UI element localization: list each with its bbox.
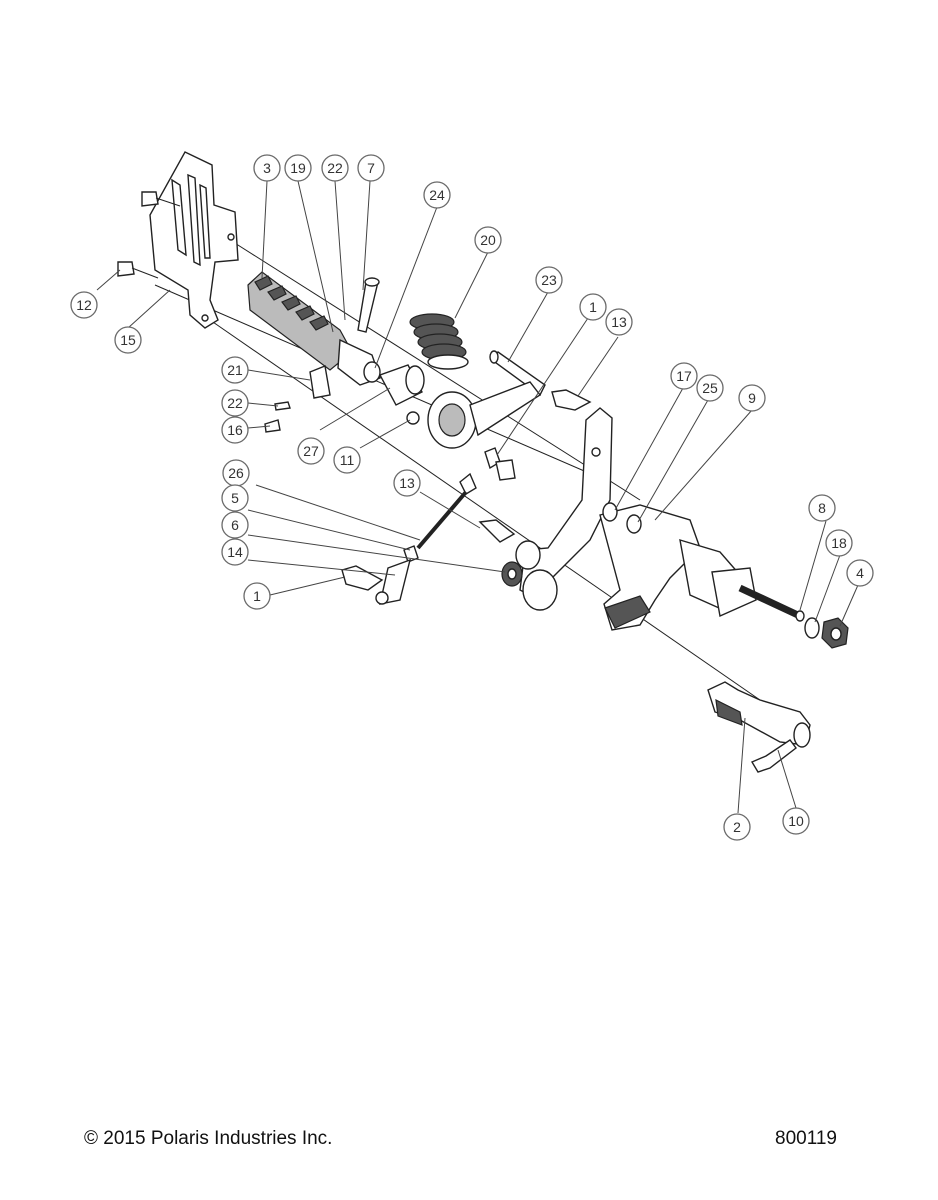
callout-label: 6 xyxy=(231,517,239,533)
clamp-bolt xyxy=(750,739,797,773)
callout-11: 11 xyxy=(333,446,361,474)
callout-label: 14 xyxy=(227,544,243,560)
callout-1-lower: 1 xyxy=(243,582,271,610)
callout-label: 10 xyxy=(788,813,804,829)
callout-1: 1 xyxy=(579,293,607,321)
callout-3: 3 xyxy=(253,154,281,182)
mounting-bolts xyxy=(117,191,181,279)
callout-label: 20 xyxy=(480,232,496,248)
callout-13: 13 xyxy=(605,308,633,336)
callout-24: 24 xyxy=(423,181,451,209)
spring xyxy=(409,313,469,370)
callout-label: 2 xyxy=(733,819,741,835)
callout-16: 16 xyxy=(221,416,249,444)
washer-and-nut xyxy=(804,617,849,649)
callout-27: 27 xyxy=(297,437,325,465)
callout-20: 20 xyxy=(474,226,502,254)
callout-15: 15 xyxy=(114,326,142,354)
callout-26: 26 xyxy=(222,459,250,487)
callout-14: 14 xyxy=(221,538,249,566)
assembly-axes xyxy=(154,239,761,701)
pivot-arm xyxy=(406,381,542,449)
callout-8: 8 xyxy=(808,494,836,522)
callout-label: 3 xyxy=(263,160,271,176)
callout-10: 10 xyxy=(782,807,810,835)
callout-18: 18 xyxy=(825,529,853,557)
callout-13-lower: 13 xyxy=(393,469,421,497)
callout-23: 23 xyxy=(535,266,563,294)
callout-label: 7 xyxy=(367,160,375,176)
callout-label: 25 xyxy=(702,380,718,396)
pin xyxy=(357,277,380,333)
shift-clamp xyxy=(707,681,811,748)
callouts: 3 19 22 7 24 20 23 1 13 12 15 21 22 16 2… xyxy=(70,154,874,841)
callout-label: 18 xyxy=(831,535,847,551)
callout-label: 21 xyxy=(227,362,243,378)
callout-12: 12 xyxy=(70,291,98,319)
callout-2: 2 xyxy=(723,813,751,841)
callout-label: 1 xyxy=(589,299,597,315)
callout-22-lower: 22 xyxy=(221,389,249,417)
callout-7: 7 xyxy=(357,154,385,182)
callout-25: 25 xyxy=(696,374,724,402)
callout-6: 6 xyxy=(221,511,249,539)
callout-label: 1 xyxy=(253,588,261,604)
small-parts xyxy=(264,365,331,433)
callout-label: 4 xyxy=(856,565,864,581)
callout-label: 26 xyxy=(228,465,244,481)
callout-label: 19 xyxy=(290,160,306,176)
mounting-plate xyxy=(149,151,239,329)
callout-label: 13 xyxy=(399,475,415,491)
callout-9: 9 xyxy=(738,384,766,412)
callout-label: 13 xyxy=(611,314,627,330)
callout-label: 9 xyxy=(748,390,756,406)
callout-label: 24 xyxy=(429,187,445,203)
callout-label: 27 xyxy=(303,443,319,459)
callout-label: 11 xyxy=(340,452,355,468)
leader-lines xyxy=(96,180,859,814)
callout-label: 5 xyxy=(231,490,239,506)
foot-peg xyxy=(247,271,381,386)
lower-bolts xyxy=(341,459,516,591)
bushing xyxy=(379,364,425,406)
callout-4: 4 xyxy=(846,559,874,587)
callout-22: 22 xyxy=(321,154,349,182)
callout-label: 12 xyxy=(76,297,92,313)
lever-bolt-upper xyxy=(551,389,592,411)
link-rod xyxy=(375,447,501,605)
callout-label: 23 xyxy=(541,272,557,288)
callout-label: 16 xyxy=(227,422,243,438)
shaft-assembly xyxy=(599,502,805,631)
copyright-notice: © 2015 Polaris Industries Inc. xyxy=(84,1128,333,1149)
callout-17: 17 xyxy=(670,362,698,390)
callout-5: 5 xyxy=(221,484,249,512)
callout-label: 22 xyxy=(327,160,343,176)
washer xyxy=(501,561,523,587)
callout-label: 15 xyxy=(120,332,136,348)
callout-label: 22 xyxy=(227,395,243,411)
callout-label: 8 xyxy=(818,500,826,516)
callout-21: 21 xyxy=(221,356,249,384)
shift-lever xyxy=(515,407,613,611)
callout-19: 19 xyxy=(284,154,312,182)
diagram-number: 800119 xyxy=(775,1128,837,1149)
callout-label: 17 xyxy=(676,368,692,384)
